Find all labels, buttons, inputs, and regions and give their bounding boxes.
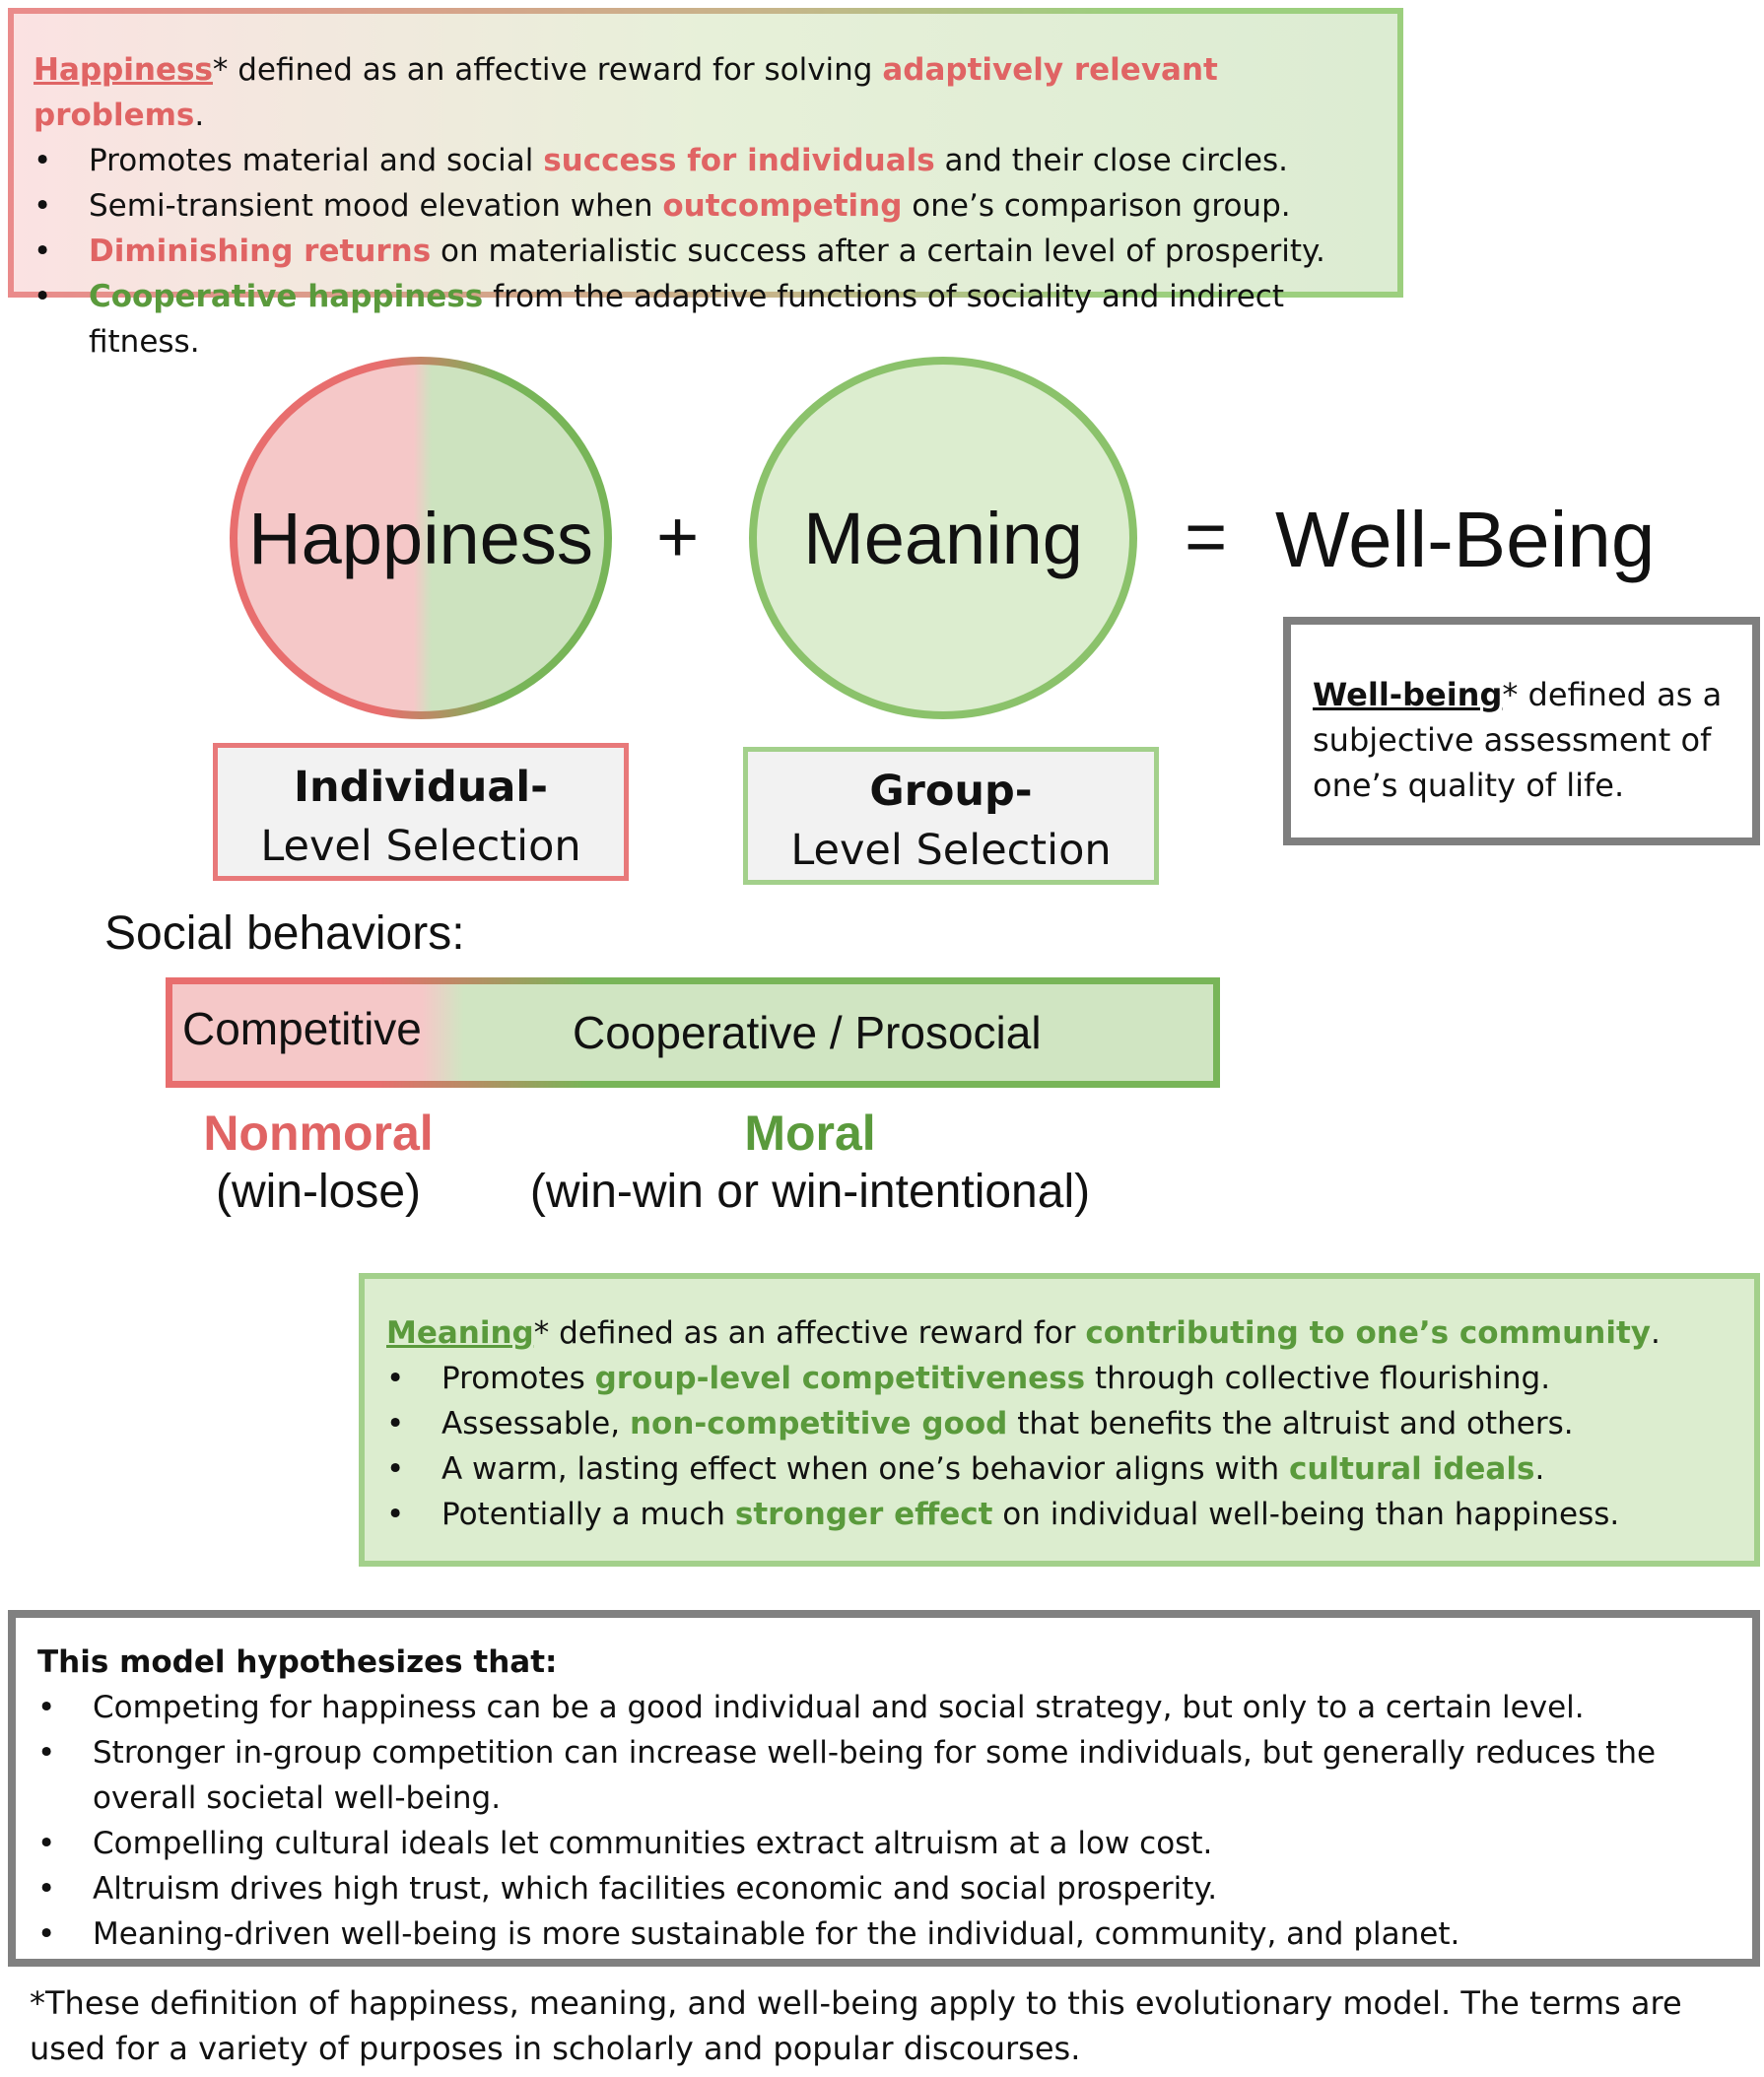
happiness-end: . <box>194 98 205 133</box>
meaning-bullet: Assessable, non-competitive good that be… <box>386 1401 1734 1446</box>
nonmoral-group: Nonmoral (win-lose) <box>138 1104 499 1222</box>
bullet-text: Promotes <box>441 1361 595 1396</box>
happiness-bullet: Cooperative happiness from the adaptive … <box>34 274 1378 365</box>
footnote: *These definition of happiness, meaning,… <box>30 1984 1682 2067</box>
bullet-text: Assessable, <box>441 1406 630 1441</box>
moral-label: Moral <box>744 1106 876 1161</box>
bullet-text: that benefits the altruist and others. <box>1007 1406 1574 1441</box>
happiness-highlight: adaptively relevant problems <box>34 52 1218 133</box>
bullet-highlight: success for individuals <box>543 143 935 178</box>
moral-group: Moral (win-win or win-intentional) <box>503 1104 1118 1222</box>
wellbeing-title: Well-Being <box>1275 496 1656 583</box>
individual-selection-text: Level Selection <box>260 822 581 871</box>
happiness-lead: * defined as an affective reward for sol… <box>212 52 883 88</box>
group-selection-text: Level Selection <box>790 826 1112 875</box>
bullet-text: on materialistic success after a certain… <box>431 234 1325 269</box>
cooperative-label: Cooperative / Prosocial <box>573 1007 1042 1058</box>
individual-selection-box: Individual- Level Selection <box>213 743 629 881</box>
bullet-text: on individual well-being than happiness. <box>992 1497 1620 1532</box>
wellbeing-definition-box: Well-being* defined as a subjective asse… <box>1283 617 1760 845</box>
wellbeing-definition-text: * defined as a subjective assessment of … <box>1313 676 1723 804</box>
happiness-circle: Happiness <box>230 357 612 719</box>
bullet-text: Semi-transient mood elevation when <box>89 188 663 224</box>
nonmoral-sub: (win-lose) <box>215 1166 422 1218</box>
bullet-highlight: outcompeting <box>662 188 903 224</box>
meaning-circle: Meaning <box>749 357 1137 719</box>
wellbeing-term: Well-being <box>1313 676 1503 713</box>
bullet-highlight: Diminishing returns <box>89 234 432 269</box>
social-behavior-bar: Competitive Cooperative / Prosocial <box>166 977 1220 1088</box>
meaning-bullet: Potentially a much stronger effect on in… <box>386 1492 1734 1537</box>
happiness-definition-heading: Happiness* defined as an affective rewar… <box>34 47 1378 138</box>
hypothesis-title: This model hypothesizes that: <box>37 1644 558 1680</box>
bullet-text: Promotes material and social <box>89 143 544 178</box>
bullet-highlight: Cooperative happiness <box>89 279 484 314</box>
hypothesis-bullet: Meaning-driven well-being is more sustai… <box>37 1911 1732 1957</box>
bullet-text: one’s comparison group. <box>902 188 1291 224</box>
group-selection-bold: Group- <box>869 767 1033 816</box>
bullet-highlight: non-competitive good <box>629 1406 1008 1441</box>
bullet-text: and their close circles. <box>934 143 1288 178</box>
happiness-bullets: Promotes material and social success for… <box>34 138 1378 365</box>
hypothesis-box: This model hypothesizes that: Competing … <box>8 1610 1760 1967</box>
happiness-circle-label: Happiness <box>248 497 593 579</box>
nonmoral-label: Nonmoral <box>203 1106 434 1161</box>
moral-sub: (win-win or win-intentional) <box>529 1166 1091 1218</box>
happiness-term: Happiness <box>34 52 213 88</box>
bullet-text: Potentially a much <box>441 1497 735 1532</box>
happiness-definition-box: Happiness* defined as an affective rewar… <box>8 8 1403 360</box>
hypothesis-bullet: Stronger in-group competition can increa… <box>37 1730 1732 1821</box>
hypothesis-bullet: Competing for happiness can be a good in… <box>37 1685 1732 1730</box>
social-behaviors-title: Social behaviors: <box>104 907 465 960</box>
bullet-highlight: cultural ideals <box>1289 1451 1535 1487</box>
meaning-term: Meaning <box>386 1315 534 1351</box>
bullet-highlight: stronger effect <box>734 1497 993 1532</box>
meaning-highlight: contributing to one’s community <box>1085 1315 1651 1351</box>
bullet-text: . <box>1534 1451 1545 1487</box>
plus-sign: + <box>656 496 700 577</box>
meaning-circle-label: Meaning <box>803 497 1083 579</box>
equals-sign: = <box>1185 496 1228 577</box>
happiness-bullet: Semi-transient mood elevation when outco… <box>34 183 1378 229</box>
bullet-text: through collective flourishing. <box>1085 1361 1551 1396</box>
happiness-bullet: Diminishing returns on materialistic suc… <box>34 229 1378 274</box>
meaning-bullet: Promotes group-level competitiveness thr… <box>386 1356 1734 1401</box>
meaning-end: . <box>1650 1315 1661 1351</box>
bullet-text: from the adaptive functions of sociality… <box>89 279 1284 360</box>
meaning-lead: * defined as an affective reward for <box>533 1315 1086 1351</box>
meaning-bullets: Promotes group-level competitiveness thr… <box>386 1356 1734 1537</box>
hypothesis-bullet: Compelling cultural ideals let communiti… <box>37 1821 1732 1866</box>
group-selection-box: Group- Level Selection <box>743 747 1159 885</box>
meaning-bullet: A warm, lasting effect when one’s behavi… <box>386 1446 1734 1492</box>
meaning-definition-box: Meaning* defined as an affective reward … <box>359 1273 1760 1567</box>
hypothesis-bullets: Competing for happiness can be a good in… <box>37 1685 1732 1957</box>
competitive-label: Competitive <box>182 1003 422 1054</box>
hypothesis-bullet: Altruism drives high trust, which facili… <box>37 1866 1732 1911</box>
happiness-bullet: Promotes material and social success for… <box>34 138 1378 183</box>
individual-selection-bold: Individual- <box>294 763 548 812</box>
bullet-text: A warm, lasting effect when one’s behavi… <box>441 1451 1289 1487</box>
meaning-definition-heading: Meaning* defined as an affective reward … <box>386 1310 1734 1356</box>
bullet-highlight: group-level competitiveness <box>594 1361 1086 1396</box>
